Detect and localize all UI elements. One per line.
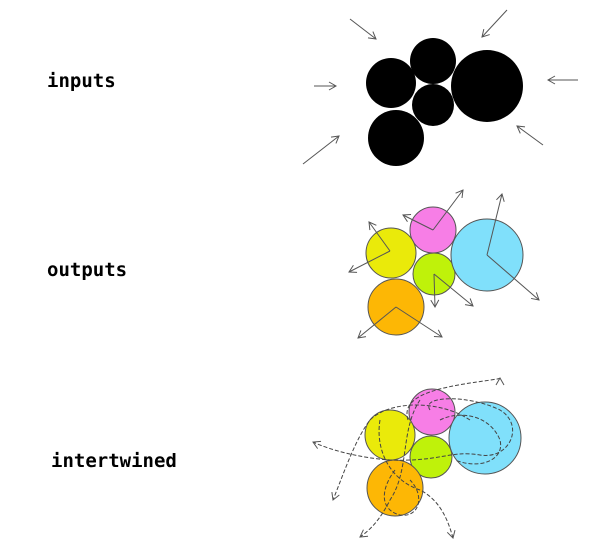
label-inputs: inputs xyxy=(47,70,116,92)
outward-arrow xyxy=(486,254,540,301)
dashed-path xyxy=(383,469,420,516)
dashed-path xyxy=(312,398,513,461)
input-circle xyxy=(412,84,454,126)
input-circle xyxy=(368,110,424,166)
inward-arrow xyxy=(349,18,377,40)
input-circle xyxy=(451,50,523,122)
label-intertwined: intertwined xyxy=(51,450,177,472)
outward-arrow xyxy=(395,306,443,338)
inward-arrow xyxy=(516,125,544,146)
yellow-circle xyxy=(365,227,417,279)
outward-arrow xyxy=(432,189,464,231)
label-outputs: outputs xyxy=(47,259,128,281)
dashed-path xyxy=(378,419,456,539)
dashed-path xyxy=(359,399,421,538)
outward-arrow xyxy=(433,273,474,307)
cyan-circle xyxy=(448,401,522,475)
outward-arrow xyxy=(486,193,505,256)
outward-arrow xyxy=(357,306,397,339)
outward-arrow xyxy=(430,273,440,309)
dashed-path xyxy=(439,414,502,465)
outward-arrow xyxy=(402,214,434,231)
input-circle xyxy=(410,38,456,84)
inward-arrow xyxy=(481,9,508,38)
orange-circle xyxy=(366,459,424,517)
input-circle xyxy=(366,58,416,108)
intertwined-group xyxy=(312,376,522,539)
inward-arrow xyxy=(302,135,340,165)
dashed-path xyxy=(406,376,505,421)
lime-circle xyxy=(409,435,453,479)
inputs-group xyxy=(302,9,578,166)
pink-circle xyxy=(408,388,456,436)
outputs-group xyxy=(348,189,540,339)
outward-arrow xyxy=(348,250,391,273)
dashed-path xyxy=(331,404,471,501)
outward-arrow xyxy=(368,221,391,252)
